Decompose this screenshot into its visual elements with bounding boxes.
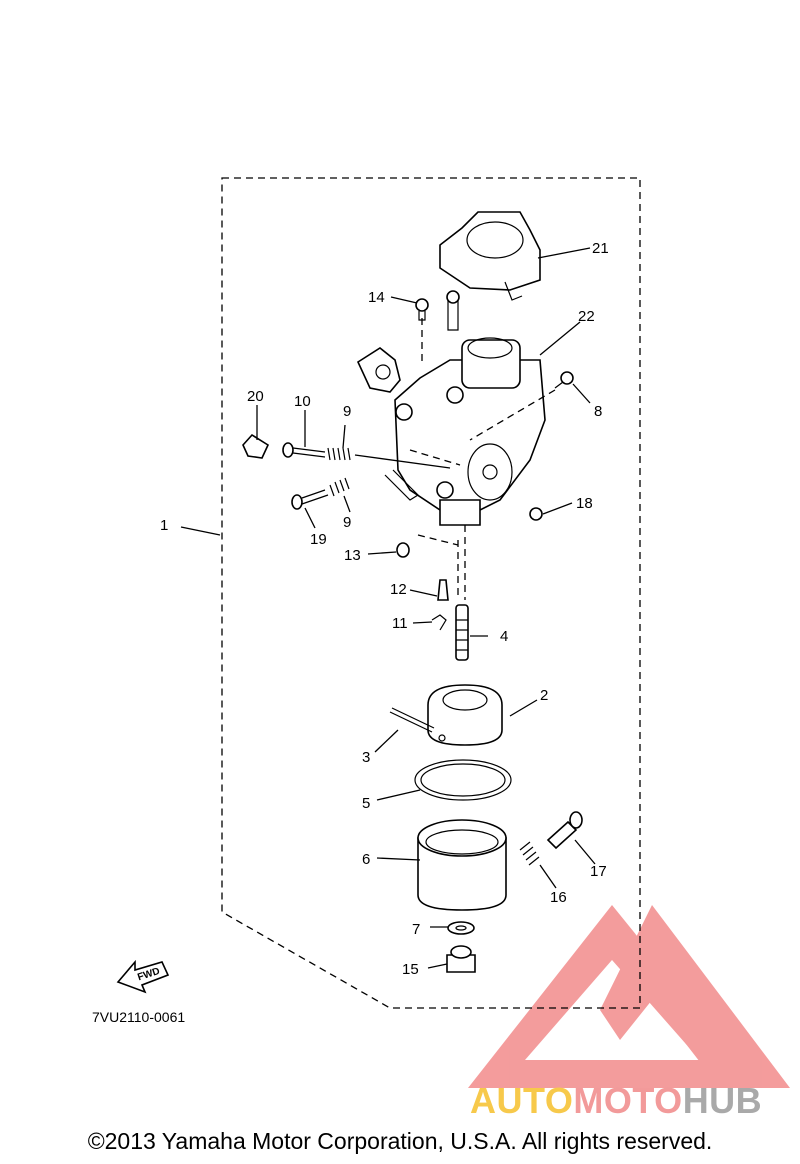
callout-11: 11 [392, 615, 408, 632]
diagram-code: 7VU2110-0061 [92, 1009, 186, 1025]
callout-4: 4 [500, 628, 508, 645]
part-19-screw [291, 489, 329, 510]
part-16-spring [519, 841, 540, 866]
part-3-pin [389, 707, 435, 733]
callout-10: 10 [294, 393, 311, 410]
callout-1: 1 [160, 517, 168, 534]
callout-5: 5 [362, 795, 370, 812]
part-15-drain-screw [446, 945, 476, 973]
callout-13: 13 [344, 547, 361, 564]
callout-19: 19 [310, 531, 327, 548]
callout-18: 18 [576, 495, 593, 512]
carburetor-body [356, 290, 546, 526]
watermark-logo-triangles [468, 905, 790, 1088]
callout-12: 12 [390, 581, 407, 598]
part-13-screw [396, 542, 410, 558]
part-20-clip [242, 433, 270, 459]
assembly-boundary [221, 177, 641, 1009]
callout-9-lower: 9 [343, 514, 351, 531]
part-9-spring-lower [329, 477, 350, 497]
callout-7: 7 [412, 921, 420, 938]
callout-16: 16 [550, 889, 567, 906]
part-8-screw [554, 371, 574, 389]
callout-20: 20 [247, 388, 264, 405]
part-2-float [427, 684, 503, 746]
callout-17: 17 [590, 863, 607, 880]
part-9-spring-upper [327, 447, 351, 461]
part-21-cap [439, 211, 541, 301]
leader-spring-axis [354, 454, 451, 469]
callout-2: 2 [540, 687, 548, 704]
part-11-clip [431, 614, 447, 631]
watermark-brand-text: AUTOMOTOHUB [470, 1080, 762, 1122]
callout-22: 22 [578, 308, 595, 325]
part-7-washer [447, 921, 475, 935]
fwd-arrow: FWD [116, 959, 170, 994]
alignment-lines [409, 318, 556, 600]
copyright-notice: ©2013 Yamaha Motor Corporation, U.S.A. A… [87, 1128, 713, 1154]
callout-8: 8 [594, 403, 602, 420]
brand-part-auto: AUTO [470, 1080, 574, 1121]
callout-labels: 1 2 3 4 5 6 7 8 9 9 10 11 12 13 14 15 16… [160, 240, 609, 978]
part-10-screw [282, 442, 326, 458]
callout-3: 3 [362, 749, 370, 766]
callout-21: 21 [592, 240, 609, 257]
callout-15: 15 [402, 961, 419, 978]
part-5-gasket [414, 759, 512, 801]
part-14-screw [415, 298, 429, 321]
leader-lines [180, 247, 596, 969]
brand-part-moto: MOTO [573, 1080, 683, 1121]
brand-part-hub: HUB [682, 1080, 763, 1121]
callout-9-upper: 9 [343, 403, 351, 420]
part-6-float-bowl [417, 819, 507, 911]
callout-6: 6 [362, 851, 370, 868]
part-12-needle [437, 579, 449, 601]
part-18-screw [529, 507, 543, 521]
part-4-jet [455, 604, 469, 661]
part-17-screw [546, 811, 583, 850]
callout-14: 14 [368, 289, 385, 306]
